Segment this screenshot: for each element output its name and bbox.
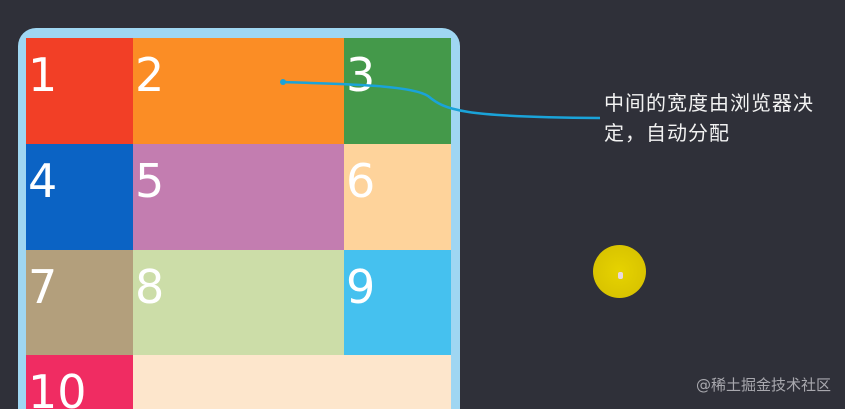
grid-cell-label: 10 bbox=[28, 365, 87, 409]
grid-cell-label: 3 bbox=[346, 48, 376, 102]
grid-cell-7: 7 bbox=[26, 250, 133, 355]
grid-cell-2: 2 bbox=[133, 38, 344, 144]
grid-cell-label: 2 bbox=[135, 48, 165, 102]
grid-cell-label: 5 bbox=[135, 154, 165, 208]
grid-cell-label: 6 bbox=[346, 154, 376, 208]
watermark: @稀土掘金技术社区 bbox=[695, 376, 831, 394]
grid-cell-5: 5 bbox=[133, 144, 344, 250]
mouse-pointer-icon bbox=[618, 272, 623, 279]
grid-cell-label: 4 bbox=[28, 154, 58, 208]
grid-cell-4: 4 bbox=[26, 144, 133, 250]
grid-cell-8: 8 bbox=[133, 250, 344, 355]
cursor-highlight-icon bbox=[593, 245, 646, 298]
grid-cell-label: 9 bbox=[346, 260, 376, 314]
annotation-note: 中间的宽度由浏览器决定，自动分配 bbox=[604, 91, 814, 145]
grid-cell-6: 6 bbox=[344, 144, 451, 250]
grid-cell-10: 10 bbox=[26, 355, 133, 409]
grid-cell-9: 9 bbox=[344, 250, 451, 355]
grid-cell-11 bbox=[133, 355, 451, 409]
grid-cell-label: 7 bbox=[28, 260, 58, 314]
grid-cell-label: 1 bbox=[28, 48, 58, 102]
grid-cell-1: 1 bbox=[26, 38, 133, 144]
grid-cell-label: 8 bbox=[135, 260, 165, 314]
grid-cell-3: 3 bbox=[344, 38, 451, 144]
